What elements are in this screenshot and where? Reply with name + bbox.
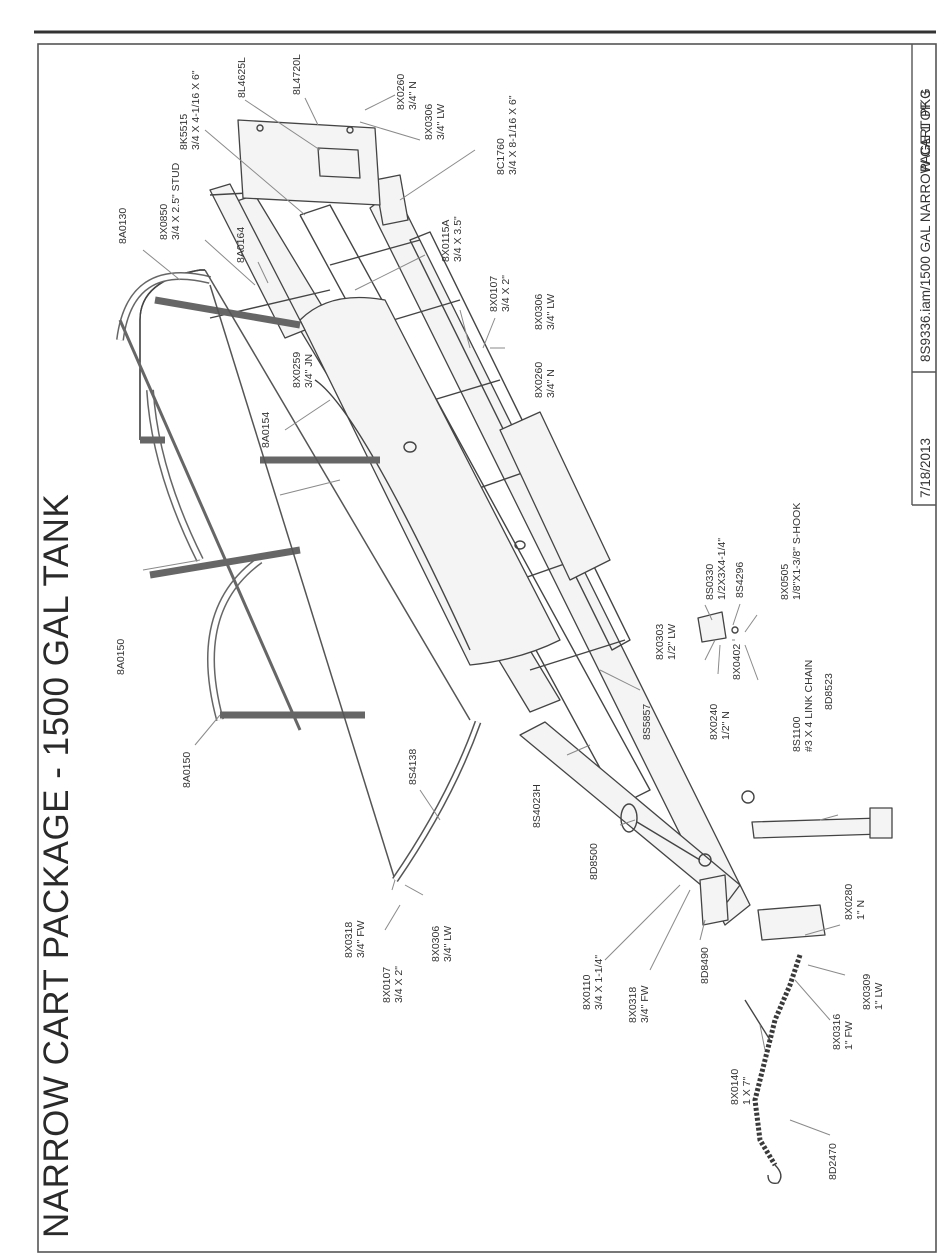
top-rail-1	[118, 319, 302, 731]
callout-8s4138: 8S4138	[407, 749, 419, 785]
callout-8x0260-top: 8X02603/4" N	[395, 74, 419, 110]
callout-8x0280: 8X02801" N	[843, 884, 867, 920]
cross-member-1	[329, 239, 421, 266]
callout-8x0110: 8X01103/4 X 1-1/4"	[581, 955, 605, 1010]
lynch-pin	[636, 821, 701, 861]
callout-8s4023h: 8S4023H	[531, 784, 543, 828]
callout-8x0402: 8X0402	[731, 644, 743, 680]
plate-bolt-1	[256, 124, 264, 132]
callout-8s4296: 8S4296	[734, 562, 746, 598]
callout-8x0107-mid: 8X01073/4 X 2"	[488, 275, 512, 312]
callout-8s1100: 8S1100#3 X 4 LINK CHAIN	[791, 660, 815, 752]
callout-8x0303: 8X03031/2" LW	[654, 624, 678, 660]
callout-8s5857: 8S5857	[641, 704, 653, 740]
callout-8x0240: 8X02401/2" N	[708, 704, 732, 740]
tongue-beam	[519, 721, 741, 906]
bow-middle	[146, 389, 204, 562]
callout-8d8490: 8D8490	[699, 947, 711, 984]
top-rail-2	[204, 269, 471, 721]
hitch-bolt-8X0140	[744, 999, 771, 1041]
bow-rear-inner	[208, 557, 262, 721]
callout-8x0306-top: 8X03063/4" LW	[423, 104, 447, 140]
drawing-border	[37, 43, 937, 1253]
callout-8d2470: 8D2470	[827, 1143, 839, 1180]
callout-8x0850: 8X08503/4 X 2.5" STUD	[158, 162, 182, 240]
file-name: 8S9336.iam/1500 GAL NARROW CART PKG	[918, 88, 933, 362]
latch-plate	[697, 611, 727, 643]
callout-8x0306-mid: 8X03063/4" LW	[533, 294, 557, 330]
bow-middle-inner	[147, 389, 203, 562]
callout-8x0259: 8X02593/4" JN	[291, 352, 315, 388]
callout-8x0115a: 8X0115A3/4 X 3.5"	[440, 216, 464, 262]
callout-8c1760: 8C17603/4 X 8-1/16 X 6"	[495, 95, 519, 175]
callout-8d8500: 8D8500	[588, 843, 600, 880]
lynch-ring	[620, 803, 638, 833]
jack-foot	[869, 807, 893, 839]
callout-8x0140: 8X01401 X 7"	[729, 1069, 753, 1105]
tank-saddle	[299, 296, 561, 666]
hoop-1b	[139, 269, 205, 440]
callout-8l4720l: 8L4720L	[291, 54, 303, 95]
callout-8a0150-upper: 8A0150	[115, 639, 127, 675]
callout-8d8523: 8D8523	[823, 673, 835, 710]
rear-strap-inner	[393, 721, 480, 882]
jack-tube	[751, 817, 883, 839]
hitch-bracket-8D8490	[699, 874, 729, 926]
s-hook	[731, 626, 739, 634]
bow-front-inner	[117, 273, 211, 341]
jack-handle	[741, 790, 755, 804]
callout-8x0316: 8X03161" FW	[831, 1014, 855, 1050]
cart-assembly-art	[116, 119, 893, 1185]
callout-8x0260-mid: 8X02603/4" N	[533, 362, 557, 398]
rear-strap	[392, 720, 482, 882]
drawing-date: 7/18/2013	[918, 438, 933, 498]
part-callouts: 8X02603/4" N 8L4720L 8L4625L 8K55153/4 X…	[115, 54, 885, 1180]
plate-bolt-2	[346, 126, 354, 134]
rear-upright	[209, 183, 306, 339]
rear-post	[374, 174, 409, 226]
deck-plate	[499, 411, 611, 581]
rear-mount-plate	[237, 119, 381, 206]
callout-8x0306-left: 8X03063/4" LW	[430, 926, 454, 962]
callout-8x0318-left: 8X03183/4" FW	[343, 920, 367, 958]
callout-8a0130: 8A0130	[117, 208, 129, 244]
callout-8a0154: 8A0154	[260, 412, 272, 448]
leader-lines	[142, 94, 846, 1136]
callout-8x0309: 8X03091" LW	[861, 974, 885, 1010]
safety-chain	[752, 954, 803, 1167]
callout-8a0164: 8A0164	[235, 227, 247, 263]
callout-8k5515: 8K55153/4 X 4-1/16 X 6"	[178, 70, 202, 150]
callout-8l4625l: 8L4625L	[236, 57, 248, 98]
callout-8x0505: 8X05051/8"X1-3/8" S-HOOK	[779, 503, 803, 600]
saddle-hole-2	[514, 540, 526, 550]
bow-crossbar-1	[154, 296, 301, 329]
page-number: PAGE 1 OF 3	[918, 90, 933, 172]
chain-hook	[767, 1164, 782, 1185]
rear-bracket	[317, 147, 361, 179]
callout-8s0330: 8S03301/2X3X4-1/4"	[704, 538, 728, 600]
top-rail-3	[209, 284, 396, 881]
saddle-hole-1	[403, 441, 417, 453]
callout-8x0318-right: 8X03183/4" FW	[627, 985, 651, 1023]
hitch-plate	[757, 904, 826, 941]
callout-8x0107-left: 8X01073/4 X 2"	[381, 966, 405, 1003]
drawing-title: NARROW CART PACKAGE - 1500 GAL TANK	[37, 494, 76, 1238]
callout-8a0150-lower: 8A0150	[181, 752, 193, 788]
